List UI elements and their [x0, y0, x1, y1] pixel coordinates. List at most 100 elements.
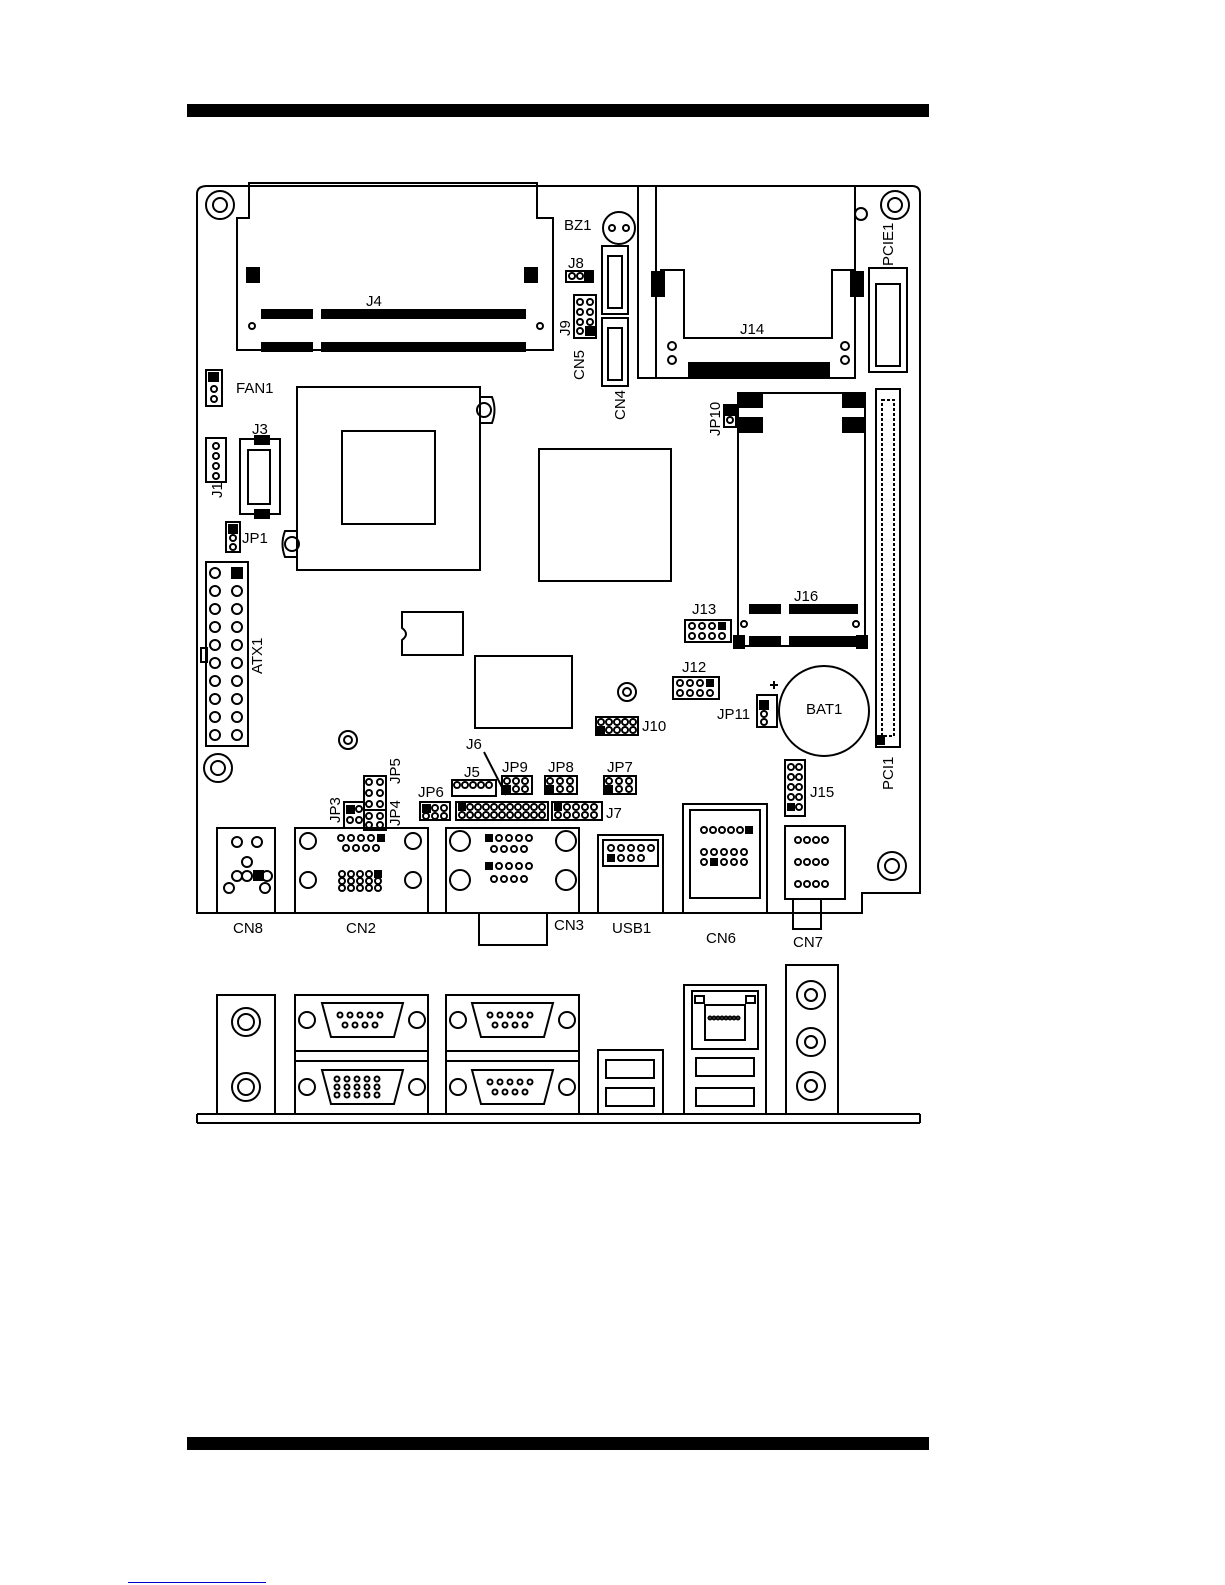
pin — [813, 837, 819, 843]
pin — [614, 719, 620, 725]
pin — [522, 778, 528, 784]
pin — [606, 786, 612, 792]
chipset — [539, 449, 671, 581]
pin — [687, 690, 693, 696]
label-jp11: JP11 — [717, 706, 750, 723]
pin — [719, 633, 725, 639]
pin — [210, 658, 220, 668]
pin — [493, 1023, 498, 1028]
pin — [598, 727, 604, 733]
header-j9 — [574, 295, 596, 338]
pin — [378, 835, 384, 841]
connector-j3 — [240, 436, 280, 518]
label-j10: J10 — [642, 718, 666, 735]
pin — [375, 885, 381, 891]
pin — [689, 633, 695, 639]
pin — [504, 778, 510, 784]
pin — [630, 719, 636, 725]
pin — [788, 784, 794, 790]
pin — [355, 1077, 360, 1082]
pin — [709, 623, 715, 629]
pin — [459, 804, 465, 810]
pin — [373, 845, 379, 851]
label-cn5: CN5 — [571, 350, 588, 380]
pin — [486, 863, 492, 869]
cpu-socket — [283, 387, 495, 570]
pin — [335, 1085, 340, 1090]
rear-io-panel — [197, 965, 920, 1123]
pin — [628, 845, 634, 851]
pin — [701, 827, 707, 833]
pin — [513, 1023, 518, 1028]
label-j7: J7 — [606, 805, 622, 822]
pin — [788, 804, 794, 810]
jumper-jp6 — [420, 802, 450, 820]
pin — [709, 1017, 712, 1020]
pin — [573, 804, 579, 810]
pin — [598, 719, 604, 725]
pin — [795, 859, 801, 865]
pin — [475, 804, 481, 810]
pin — [506, 863, 512, 869]
pin — [796, 774, 802, 780]
pin — [717, 1017, 720, 1020]
pin — [523, 804, 529, 810]
pin — [504, 786, 510, 792]
pin — [822, 859, 828, 865]
header-j1 — [206, 438, 226, 482]
label-cn8: CN8 — [233, 920, 263, 937]
pin — [378, 1013, 383, 1018]
pin — [355, 1085, 360, 1090]
pin — [343, 845, 349, 851]
pin — [366, 885, 372, 891]
mounting-hole — [878, 852, 906, 880]
pin — [557, 778, 563, 784]
cf-slot-j14 — [638, 186, 863, 378]
pin — [483, 804, 489, 810]
pin — [232, 694, 242, 704]
label-jp5: JP5 — [387, 758, 404, 784]
pin — [622, 719, 628, 725]
label-j14: J14 — [740, 321, 764, 338]
pin — [363, 1023, 368, 1028]
mounting-hole — [204, 754, 232, 782]
pin — [363, 845, 369, 851]
pin — [375, 1077, 380, 1082]
pin — [721, 849, 727, 855]
label-cn3: CN3 — [554, 917, 584, 934]
pin — [606, 727, 612, 733]
pin — [555, 804, 561, 810]
pin — [737, 1017, 740, 1020]
pin — [709, 633, 715, 639]
pin — [822, 881, 828, 887]
pin — [498, 1080, 503, 1085]
pin — [232, 586, 242, 596]
pin — [733, 1017, 736, 1020]
pin — [232, 658, 242, 668]
pin — [501, 876, 507, 882]
pin — [796, 804, 802, 810]
label-jp1: JP1 — [242, 530, 268, 547]
pin — [796, 764, 802, 770]
pin — [737, 827, 743, 833]
pin — [513, 786, 519, 792]
pin — [470, 782, 476, 788]
pin — [788, 794, 794, 800]
pin — [339, 878, 345, 884]
pin — [491, 804, 497, 810]
pin — [375, 878, 381, 884]
label-j12: J12 — [682, 659, 706, 676]
pin — [677, 690, 683, 696]
label-jp8: JP8 — [548, 759, 574, 776]
pin — [795, 837, 801, 843]
pin — [491, 846, 497, 852]
j13-pins — [689, 623, 725, 639]
pin — [210, 694, 220, 704]
jumper-jp3 — [344, 802, 364, 828]
pin — [741, 849, 747, 855]
label-fan1: FAN1 — [236, 380, 274, 397]
pin — [210, 676, 220, 686]
pin — [467, 812, 473, 818]
pin — [719, 827, 725, 833]
pin — [628, 855, 634, 861]
